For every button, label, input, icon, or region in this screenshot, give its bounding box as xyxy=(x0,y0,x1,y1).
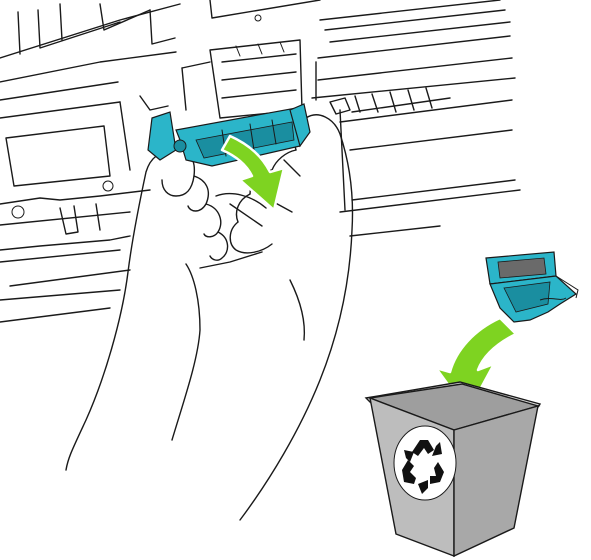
removed-part xyxy=(486,252,578,322)
pick-roller-part xyxy=(148,104,310,166)
recycle-icon xyxy=(394,426,456,500)
